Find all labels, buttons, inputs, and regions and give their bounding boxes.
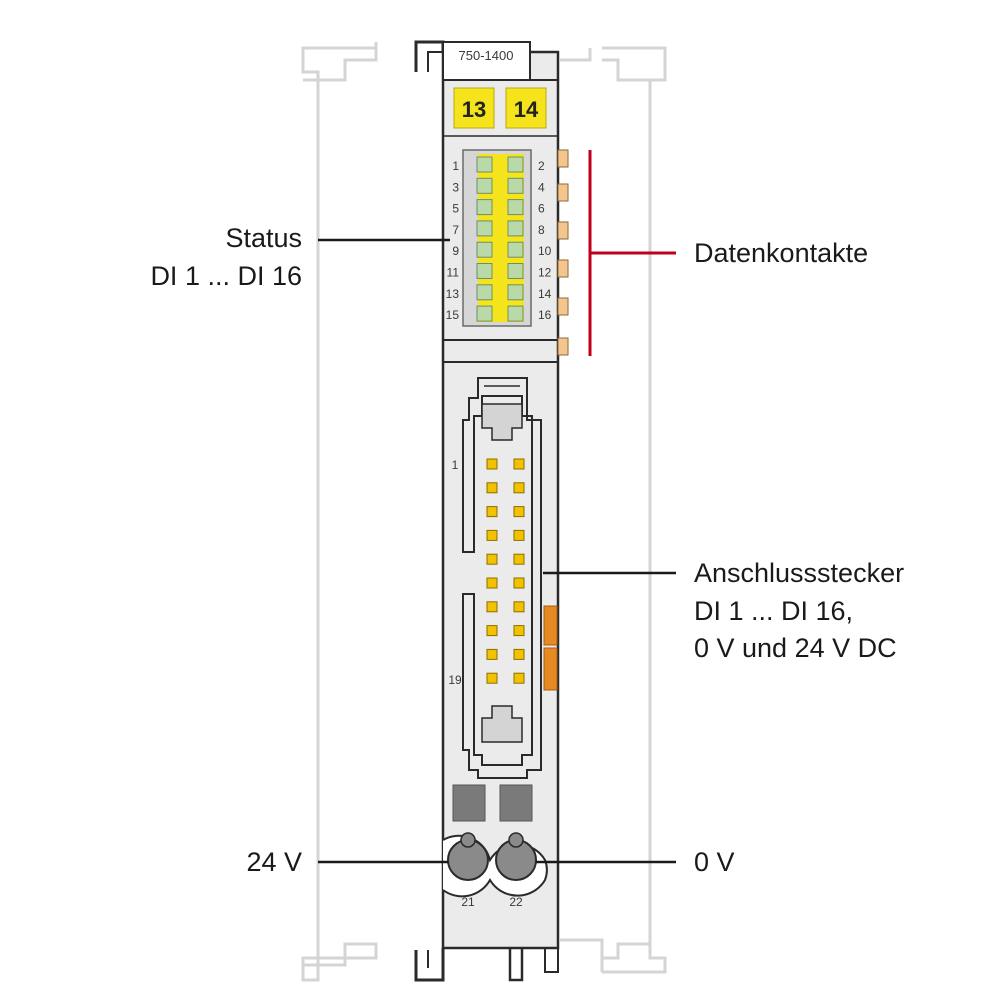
connector-pins: [486, 458, 525, 684]
status-led-3: [476, 177, 493, 194]
callout-0v: 0 V: [694, 847, 735, 877]
data-contact: [557, 297, 569, 316]
channel-marker-14-label: 14: [514, 97, 539, 122]
connector-pin: [513, 625, 525, 637]
model-label-area: [442, 41, 531, 81]
status-led-6: [507, 199, 524, 216]
data-contacts: [557, 149, 569, 356]
data-contact: [557, 259, 569, 278]
led-label-left: 9: [452, 244, 459, 258]
status-led-11: [476, 263, 493, 279]
connector-pin: [486, 672, 498, 684]
status-led-8: [507, 220, 524, 237]
led-label-left: 1: [452, 159, 459, 173]
terminal-label-21: 21: [461, 895, 475, 909]
callout-anschluss-line2: DI 1 ... DI 16,: [694, 596, 853, 626]
datenkontakte-bracket: [588, 150, 676, 356]
led-label-left: 13: [446, 287, 460, 301]
status-led-12: [507, 263, 524, 279]
led-label-left: 3: [452, 180, 459, 194]
connector-pin: [513, 553, 525, 565]
status-led-2: [507, 156, 524, 173]
status-led-5: [476, 199, 493, 216]
data-contact: [557, 149, 569, 168]
led-grid: [476, 156, 524, 322]
status-led-1: [476, 156, 493, 173]
led-label-left: 15: [446, 308, 460, 322]
connector-pin: [486, 482, 498, 494]
connector-pin: [486, 577, 498, 589]
led-label-right: 2: [538, 159, 545, 173]
orange-marker-lower: [543, 647, 558, 691]
connector-pin: [486, 648, 498, 660]
pin-label-bottom: 19: [448, 673, 462, 687]
connector-pin: [486, 458, 498, 470]
connector-pin: [513, 529, 525, 541]
pin-label-top: 1: [452, 458, 459, 472]
connector-pin: [513, 458, 525, 470]
connector-pin: [513, 482, 525, 494]
status-led-4: [507, 177, 524, 194]
connector-pin: [486, 506, 498, 518]
led-label-right: 14: [538, 287, 552, 301]
callout-lines: [318, 238, 676, 864]
status-led-16: [507, 305, 524, 322]
data-contact: [557, 221, 569, 240]
terminal-label-22: 22: [509, 895, 523, 909]
led-label-right: 6: [538, 202, 545, 216]
callout-anschluss-line1: Anschlussstecker: [694, 558, 904, 588]
connector-pin: [486, 553, 498, 565]
status-led-9: [476, 241, 493, 258]
led-label-right: 4: [538, 180, 545, 194]
release-button-right: [499, 784, 533, 822]
led-label-right: 8: [538, 223, 545, 237]
release-button-left: [452, 784, 486, 822]
connector-pin: [513, 577, 525, 589]
power-terminals: 21 22: [442, 832, 548, 909]
channel-marker-13: [453, 87, 495, 129]
connector-pin: [513, 648, 525, 660]
callout-status-line2: DI 1 ... DI 16: [150, 261, 302, 291]
data-contact: [557, 183, 569, 202]
connector-pin: [513, 601, 525, 613]
channel-markers: 13 14: [453, 87, 547, 129]
callout-24v: 24 V: [246, 847, 302, 877]
led-label-left: 5: [452, 202, 459, 216]
data-contact: [557, 337, 569, 356]
led-label-right: 12: [538, 266, 552, 280]
status-led-10: [507, 241, 524, 258]
status-led-14: [507, 284, 524, 301]
led-label-right: 16: [538, 308, 552, 322]
led-label-left: 11: [447, 266, 460, 280]
channel-marker-14: [505, 87, 547, 129]
orange-marker-upper: [543, 605, 558, 646]
neighbor-outlines: [301, 42, 667, 982]
ribbon-connector: [462, 377, 542, 779]
callout-datenkontakte: Datenkontakte: [694, 238, 868, 268]
model-number: 750-1400: [459, 48, 514, 63]
connector-pin: [486, 625, 498, 637]
led-label-left: 7: [452, 223, 459, 237]
status-led-13: [476, 284, 493, 301]
callout-anschluss-line3: 0 V und 24 V DC: [694, 633, 897, 663]
callout-status-line1: Status: [225, 223, 302, 253]
connector-pin: [513, 672, 525, 684]
connector-pin: [486, 529, 498, 541]
led-label-right: 10: [538, 244, 552, 258]
channel-marker-13-label: 13: [462, 97, 486, 122]
connector-pin: [486, 601, 498, 613]
status-led-15: [476, 305, 493, 322]
status-led-7: [476, 220, 493, 237]
led-labels-right: 2 4 6 8 10 12 14 16: [538, 159, 552, 322]
connector-pin: [513, 506, 525, 518]
